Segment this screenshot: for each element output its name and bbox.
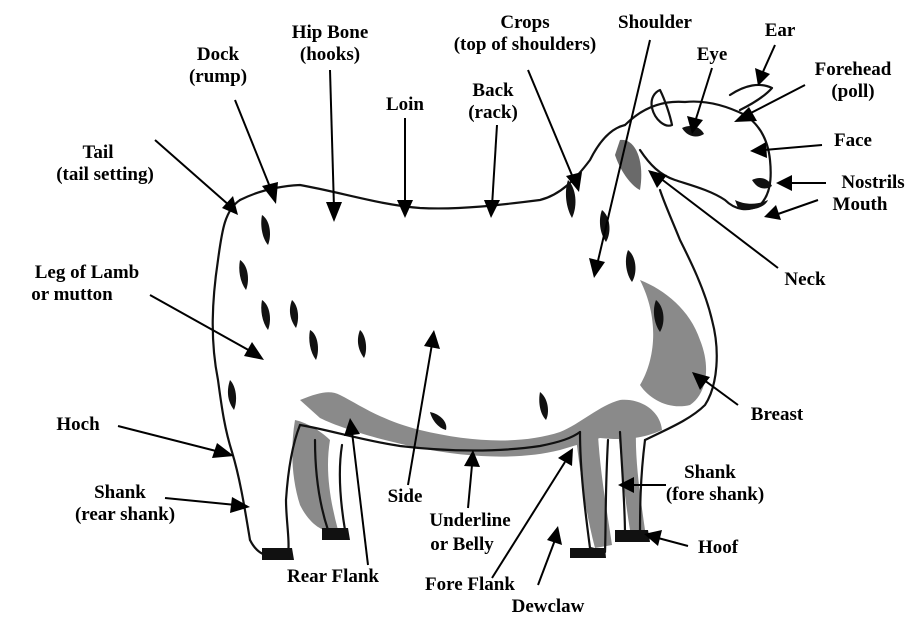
label-back-alt: (rack) [468,102,518,123]
arrowhead [734,107,757,122]
label-shank-fore-alt: (fore shank) [666,484,764,505]
fleece-mark [430,412,446,430]
fleece-mark [261,300,270,330]
label-underline: Underline [429,510,510,531]
arrow-tail [155,140,230,206]
breast-shading [640,280,706,406]
fleece-mark [309,330,318,360]
fleece-mark [261,215,270,245]
arrow-underline [468,465,472,508]
label-dewclaw: Dewclaw [512,596,585,617]
fleece-mark [290,300,298,328]
arrow-dock [235,100,272,192]
arrow-neck [660,178,778,268]
arrow-hip-bone [330,70,334,208]
arrowhead [244,342,264,360]
label-mouth: Mouth [833,194,888,215]
label-nostrils: Nostrils [841,172,904,193]
label-shank-fore: Shank [684,462,736,483]
arrow-dewclaw [538,540,555,585]
label-hip-bone-alt: (hooks) [300,44,360,65]
label-tail-alt: (tail setting) [56,164,154,185]
fore-hoof-2 [615,530,650,542]
arrowhead [589,258,605,278]
rump-outline [213,200,250,540]
arrow-ear [762,45,775,74]
fleece-mark [239,260,248,290]
arrowhead [764,205,781,220]
label-leg-of-lamb-alt: or mutton [31,284,113,305]
label-dock: Dock [197,44,240,65]
rear-leg-shading [292,420,338,531]
label-hip-bone: Hip Bone [292,22,369,43]
label-breast: Breast [751,404,804,425]
label-shank-rear: Shank [94,482,146,503]
arrow-eye [695,68,712,122]
label-ear: Ear [765,20,796,41]
arrowhead [424,330,440,349]
label-forehead-alt: (poll) [831,81,874,102]
nostril-mark [752,178,772,188]
label-leg-of-lamb: Leg of Lamb [35,262,140,283]
arrowhead [648,170,667,188]
neck-shading [615,140,641,190]
arrowhead [397,200,413,218]
label-crops-alt: (top of shoulders) [454,34,597,55]
arrowhead [230,497,250,513]
arrowhead [776,175,792,191]
label-back: Back [472,80,514,101]
arrow-mouth [778,200,818,214]
label-hoof: Hoof [698,537,739,558]
label-eye: Eye [697,44,728,65]
fleece-mark [539,392,548,420]
arrow-shank-rear [165,498,236,505]
label-neck: Neck [784,269,826,290]
arrowhead [326,202,342,222]
arrowhead [262,182,278,204]
arrow-crops [528,70,574,180]
part-labels: Hip Bone (hooks) Crops (top of shoulders… [31,12,904,617]
label-shank-rear-alt: (rear shank) [75,504,175,525]
fleece-mark [228,380,236,410]
arrowhead [558,448,573,466]
hind-hoof [322,528,350,540]
fleece-mark [626,250,636,282]
arrow-hoch [118,426,220,452]
arrowhead [547,526,562,545]
arrow-breast [704,380,738,405]
rear-hoof [262,548,294,560]
arrow-side [408,344,432,485]
arrow-forehead [745,85,805,116]
arrow-hoof [658,538,688,546]
label-shoulder: Shoulder [618,12,692,33]
label-crops: Crops [500,12,549,33]
label-forehead: Forehead [815,59,892,80]
arrowhead [484,200,500,218]
left-ear-outline [652,90,672,126]
label-hoch: Hoch [56,414,100,435]
label-loin: Loin [386,94,424,115]
label-fore-flank: Fore Flank [425,574,515,595]
arrow-leg-of-lamb [150,295,252,352]
arrowhead [750,142,767,158]
label-underline-alt: or Belly [430,534,494,555]
label-side: Side [388,486,423,507]
fleece-mark [358,330,366,358]
label-dock-alt: (rump) [189,66,247,87]
fore-hoof [570,548,606,558]
label-tail: Tail [83,142,114,163]
label-rear-flank: Rear Flank [287,566,379,587]
arrow-face [764,145,822,150]
arrow-back [492,125,497,206]
arrow-rear-flank [352,432,368,565]
label-face: Face [834,130,872,151]
